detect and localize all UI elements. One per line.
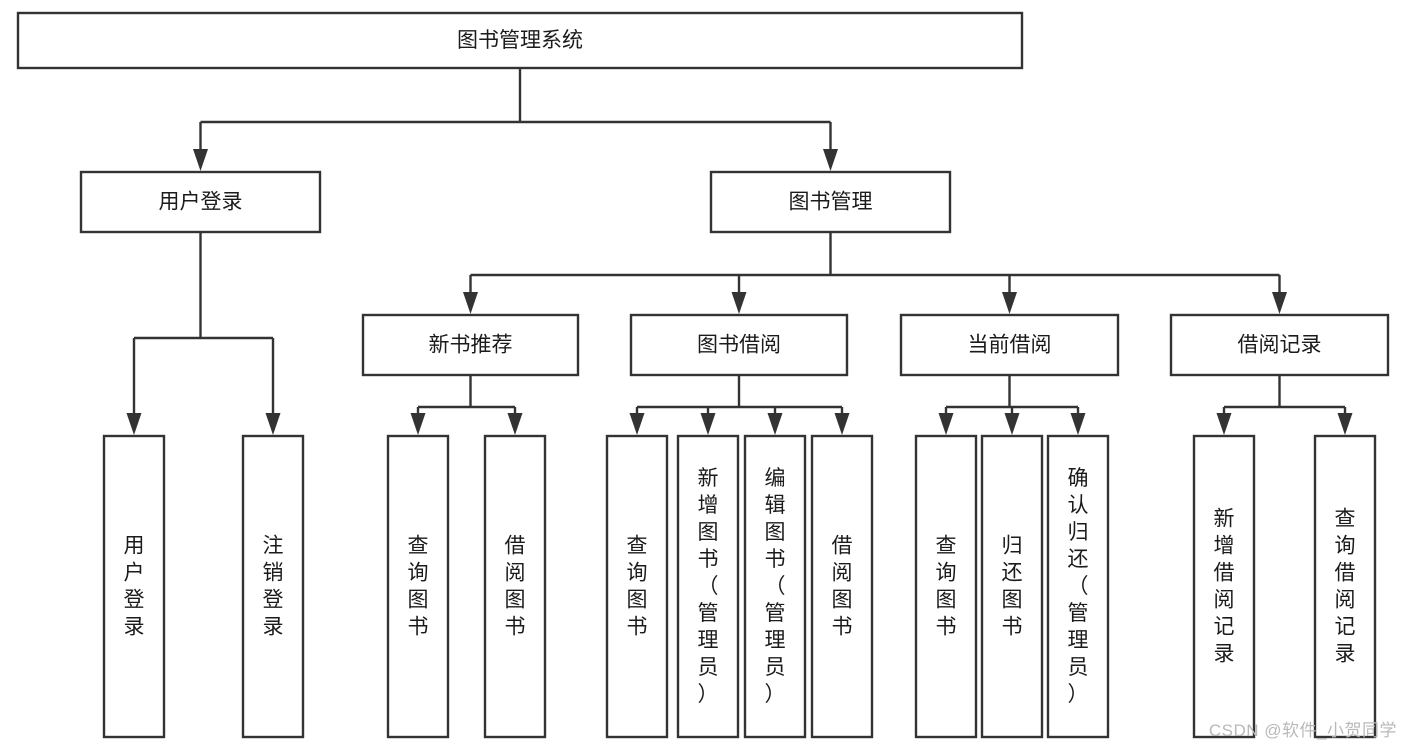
node-label-leaf-borrow-book-2: 借阅图书 — [832, 535, 853, 639]
node-leaf-query-book-3[interactable]: 查询图书 — [914, 434, 978, 739]
node-label-leaf-user-login: 用户登录 — [124, 535, 145, 639]
node-leaf-user-logout[interactable]: 注销登录 — [241, 434, 305, 739]
node-borrow-record[interactable]: 借阅记录 — [1169, 313, 1390, 377]
node-box-leaf-query-book-3[interactable] — [914, 434, 978, 739]
node-label-current-borrow: 当前借阅 — [968, 334, 1052, 357]
node-label-book-borrow: 图书借阅 — [697, 334, 781, 357]
node-label-leaf-query-book-2: 查询图书 — [627, 535, 648, 639]
node-book-manage[interactable]: 图书管理 — [709, 170, 952, 234]
node-leaf-confirm-return[interactable]: 确认归还（管理员） — [1046, 434, 1110, 739]
node-box-leaf-query-record[interactable] — [1313, 434, 1377, 739]
node-box-leaf-edit-book[interactable] — [743, 434, 807, 739]
node-leaf-borrow-book-1[interactable]: 借阅图书 — [483, 434, 547, 739]
node-label-leaf-edit-book: 编辑图书（管理员） — [765, 467, 786, 706]
node-label-new-book-rec: 新书推荐 — [429, 334, 513, 357]
node-label-leaf-query-book-3: 查询图书 — [936, 535, 957, 639]
node-box-book-borrow[interactable] — [629, 313, 849, 377]
node-leaf-add-book[interactable]: 新增图书（管理员） — [676, 434, 740, 739]
node-layer: 图书管理系统用户登录图书管理新书推荐图书借阅当前借阅借阅记录用户登录注销登录查询… — [16, 11, 1390, 739]
node-leaf-return-book[interactable]: 归还图书 — [980, 434, 1044, 739]
connector-borrow-record — [1216, 375, 1353, 435]
node-box-leaf-user-logout[interactable] — [241, 434, 305, 739]
connector-new-book-rec — [410, 375, 523, 435]
node-root[interactable]: 图书管理系统 — [16, 11, 1024, 70]
node-leaf-borrow-book-2[interactable]: 借阅图书 — [810, 434, 874, 739]
node-box-leaf-borrow-book-1[interactable] — [483, 434, 547, 739]
node-leaf-query-book-1[interactable]: 查询图书 — [386, 434, 450, 739]
node-new-book-rec[interactable]: 新书推荐 — [361, 313, 580, 377]
node-box-root[interactable] — [16, 11, 1024, 70]
node-label-leaf-query-record: 查询借阅记录 — [1335, 508, 1356, 666]
node-box-leaf-add-book[interactable] — [676, 434, 740, 739]
node-book-borrow[interactable]: 图书借阅 — [629, 313, 849, 377]
node-box-current-borrow[interactable] — [899, 313, 1120, 377]
node-box-leaf-query-book-2[interactable] — [605, 434, 669, 739]
connector-root — [193, 68, 838, 171]
node-box-leaf-confirm-return[interactable] — [1046, 434, 1110, 739]
node-label-leaf-user-logout: 注销登录 — [263, 535, 284, 639]
node-current-borrow[interactable]: 当前借阅 — [899, 313, 1120, 377]
connector-current-borrow — [938, 375, 1086, 435]
node-label-leaf-add-book: 新增图书（管理员） — [698, 467, 719, 706]
node-leaf-add-record[interactable]: 新增借阅记录 — [1192, 434, 1256, 739]
connector-book-borrow — [629, 375, 850, 435]
node-box-new-book-rec[interactable] — [361, 313, 580, 377]
node-box-book-manage[interactable] — [709, 170, 952, 234]
node-box-user-login[interactable] — [79, 170, 322, 234]
watermark-label: CSDN @软件_小贺同学 — [1208, 721, 1397, 740]
node-leaf-user-login[interactable]: 用户登录 — [102, 434, 166, 739]
node-box-leaf-return-book[interactable] — [980, 434, 1044, 739]
node-leaf-query-record[interactable]: 查询借阅记录 — [1313, 434, 1377, 739]
node-leaf-query-book-2[interactable]: 查询图书 — [605, 434, 669, 739]
node-leaf-edit-book[interactable]: 编辑图书（管理员） — [743, 434, 807, 739]
node-box-leaf-borrow-book-2[interactable] — [810, 434, 874, 739]
node-label-leaf-add-record: 新增借阅记录 — [1214, 508, 1235, 666]
node-label-book-manage: 图书管理 — [789, 191, 873, 214]
connector-user-login — [126, 232, 281, 435]
node-label-root: 图书管理系统 — [457, 29, 583, 52]
node-box-borrow-record[interactable] — [1169, 313, 1390, 377]
node-label-borrow-record: 借阅记录 — [1238, 334, 1322, 357]
node-label-user-login: 用户登录 — [159, 191, 243, 214]
connector-layer — [126, 68, 1353, 435]
node-box-leaf-user-login[interactable] — [102, 434, 166, 739]
node-label-leaf-confirm-return: 确认归还（管理员） — [1068, 467, 1089, 706]
connector-book-manage — [463, 232, 1287, 314]
node-label-leaf-borrow-book-1: 借阅图书 — [505, 535, 526, 639]
node-box-leaf-add-record[interactable] — [1192, 434, 1256, 739]
node-user-login[interactable]: 用户登录 — [79, 170, 322, 234]
node-label-leaf-return-book: 归还图书 — [1002, 535, 1023, 639]
node-label-leaf-query-book-1: 查询图书 — [408, 535, 429, 639]
node-box-leaf-query-book-1[interactable] — [386, 434, 450, 739]
